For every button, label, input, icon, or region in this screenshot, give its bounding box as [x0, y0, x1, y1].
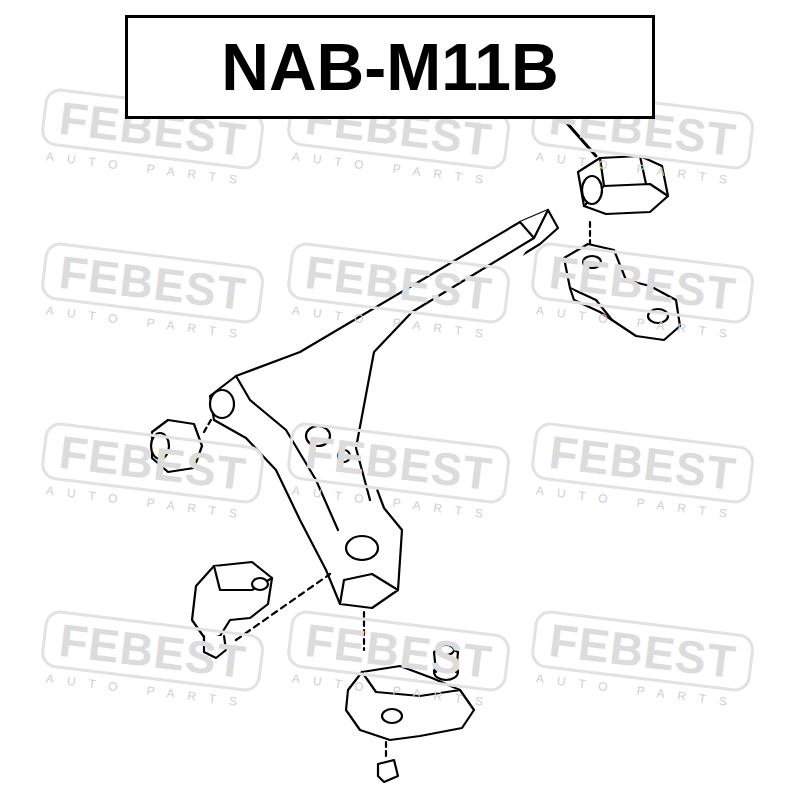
control-arm [210, 210, 558, 608]
watermark: FEBESTAUTO PARTS [37, 241, 266, 343]
leader-line [566, 122, 596, 156]
watermark: FEBESTAUTO PARTS [283, 241, 512, 343]
watermark-tagline: AUTO PARTS [283, 670, 505, 711]
part-number: NAB-M11B [221, 34, 558, 100]
watermark-tagline: AUTO PARTS [527, 302, 749, 343]
front-bushing [151, 418, 212, 472]
watermark: FEBESTAUTO PARTS [37, 421, 266, 523]
part-number-box: NAB-M11B [125, 15, 655, 119]
watermark: FEBESTAUTO PARTS [527, 421, 756, 523]
ball-joint-bottom [346, 645, 474, 782]
watermark-logo: FEBEST [40, 609, 267, 694]
watermark: FEBESTAUTO PARTS [527, 609, 756, 711]
watermark: FEBESTAUTO PARTS [283, 421, 512, 523]
watermark-logo: FEBEST [286, 421, 513, 506]
watermark-tagline: AUTO PARTS [37, 302, 259, 343]
watermark-logo: FEBEST [530, 609, 757, 694]
watermark-logo: FEBEST [40, 241, 267, 326]
watermark-tagline: AUTO PARTS [283, 302, 505, 343]
watermark-logo: FEBEST [530, 241, 757, 326]
watermark-tagline: AUTO PARTS [37, 148, 259, 189]
watermark-tagline: AUTO PARTS [37, 670, 259, 711]
watermark-logo: FEBEST [530, 421, 757, 506]
bushing-part [578, 156, 668, 214]
watermark-logo: FEBEST [286, 609, 513, 694]
watermark: FEBESTAUTO PARTS [527, 241, 756, 343]
watermark-tagline: AUTO PARTS [283, 148, 505, 189]
bracket [564, 244, 680, 340]
watermark-tagline: AUTO PARTS [527, 670, 749, 711]
watermark-logo: FEBEST [286, 241, 513, 326]
dashed-guide [363, 612, 365, 650]
watermark: FEBESTAUTO PARTS [283, 609, 512, 711]
watermark: FEBESTAUTO PARTS [37, 609, 266, 711]
ball-joint-left [192, 562, 330, 658]
dashed-guide [589, 222, 591, 244]
watermark-tagline: AUTO PARTS [37, 482, 259, 523]
watermark-tagline: AUTO PARTS [527, 148, 749, 189]
watermark-tagline: AUTO PARTS [527, 482, 749, 523]
watermark-logo: FEBEST [40, 421, 267, 506]
watermark-tagline: AUTO PARTS [283, 482, 505, 523]
